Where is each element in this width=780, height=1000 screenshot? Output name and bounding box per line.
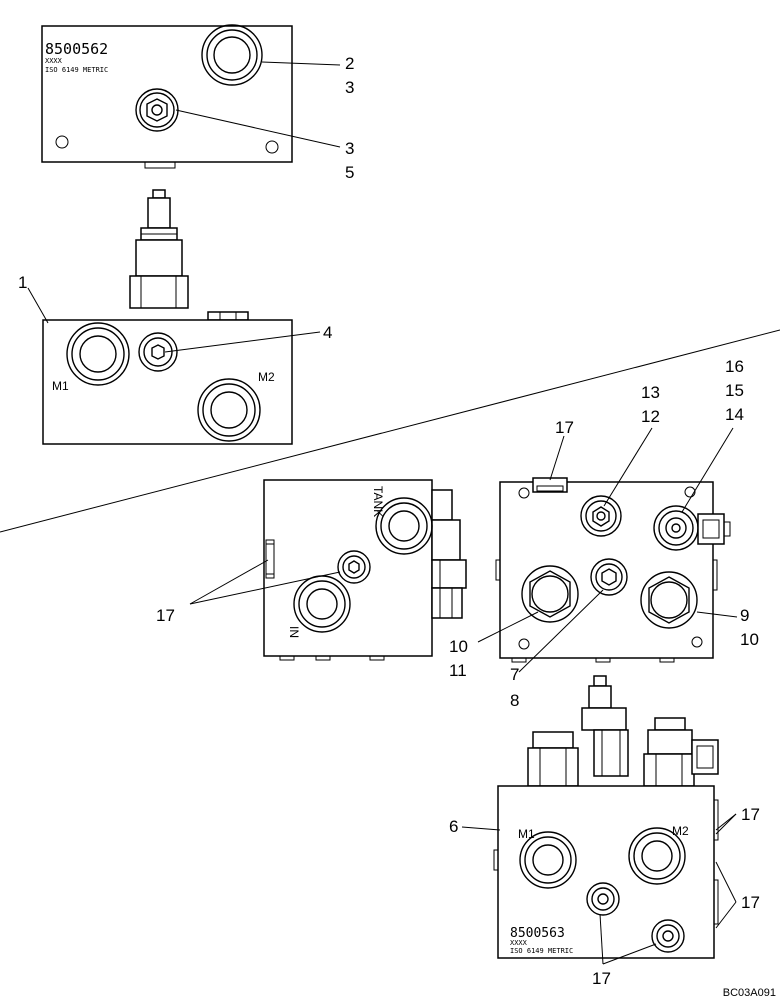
cartridge-12-13 bbox=[580, 495, 622, 537]
port-9-10 bbox=[640, 571, 698, 629]
top-code: XXXX bbox=[45, 57, 63, 65]
callout-8: 8 bbox=[510, 691, 519, 710]
tank-in-plug bbox=[337, 550, 371, 584]
callout-17-right-bottom: 17 bbox=[741, 893, 760, 912]
callout-14: 14 bbox=[725, 405, 744, 424]
callout-9: 9 bbox=[740, 606, 749, 625]
solenoid-coil-14-16 bbox=[653, 505, 731, 551]
callout-6: 6 bbox=[449, 817, 458, 836]
callout-3-mid: 3 bbox=[345, 139, 354, 158]
figure-id: BC03A091 bbox=[723, 987, 776, 999]
port-10-11 bbox=[521, 565, 579, 623]
top-standard: ISO 6149 METRIC bbox=[45, 66, 108, 74]
callout-1: 1 bbox=[18, 273, 27, 292]
m1-port-upper bbox=[66, 322, 130, 386]
plug-7-8 bbox=[590, 558, 628, 596]
bottom-plug-right bbox=[651, 919, 685, 953]
callout-3-top: 3 bbox=[345, 78, 354, 97]
separator-line bbox=[0, 329, 780, 533]
m2-port-upper bbox=[197, 378, 261, 442]
m2-port-lower bbox=[628, 827, 686, 885]
callout-16: 16 bbox=[725, 357, 744, 376]
callout-5: 5 bbox=[345, 163, 354, 182]
callout-11: 11 bbox=[449, 661, 467, 680]
bottom-cartridges bbox=[527, 675, 719, 787]
callout-7: 7 bbox=[510, 665, 519, 684]
top-valve-block: 8500562 XXXX ISO 6149 METRIC bbox=[41, 24, 341, 169]
cartridge-valve bbox=[129, 189, 189, 309]
bottom-code: XXXX bbox=[510, 939, 528, 947]
callout-12: 12 bbox=[641, 407, 660, 426]
bottom-standard: ISO 6149 METRIC bbox=[510, 947, 573, 955]
top-part-number: 8500562 bbox=[45, 40, 108, 58]
port-label-tank: TANK bbox=[371, 486, 385, 517]
tank-in-block: TANK IN bbox=[189, 479, 467, 661]
bottom-valve-block: M1 M2 8500563 XXXX ISO 6149 METRIC bbox=[461, 675, 737, 965]
callout-10-right: 10 bbox=[740, 630, 759, 649]
tank-port bbox=[375, 497, 433, 555]
top-large-port bbox=[201, 24, 263, 86]
callout-15: 15 bbox=[725, 381, 744, 400]
plug-4 bbox=[138, 332, 178, 372]
m1-port-lower bbox=[519, 831, 577, 889]
port-label-m1-lower: M1 bbox=[518, 827, 535, 841]
callout-17-bottom: 17 bbox=[592, 969, 611, 988]
callout-17-mid: 17 bbox=[555, 418, 574, 437]
callout-17-left: 17 bbox=[156, 606, 175, 625]
callout-13: 13 bbox=[641, 383, 660, 402]
callout-10-left: 10 bbox=[449, 637, 468, 656]
bottom-part-number: 8500563 bbox=[510, 926, 565, 941]
callout-4: 4 bbox=[323, 323, 332, 342]
port-label-m2-upper: M2 bbox=[258, 370, 275, 384]
port-label-m2-lower: M2 bbox=[672, 824, 689, 838]
side-valve-block: M1 M2 bbox=[27, 189, 321, 445]
port-label-in: IN bbox=[287, 626, 301, 638]
callout-2-top: 2 bbox=[345, 54, 354, 73]
front-valve-block bbox=[477, 427, 738, 673]
callout-17-right-top: 17 bbox=[741, 805, 760, 824]
port-label-m1-upper: M1 bbox=[52, 379, 69, 393]
bottom-plug-left bbox=[586, 882, 620, 916]
